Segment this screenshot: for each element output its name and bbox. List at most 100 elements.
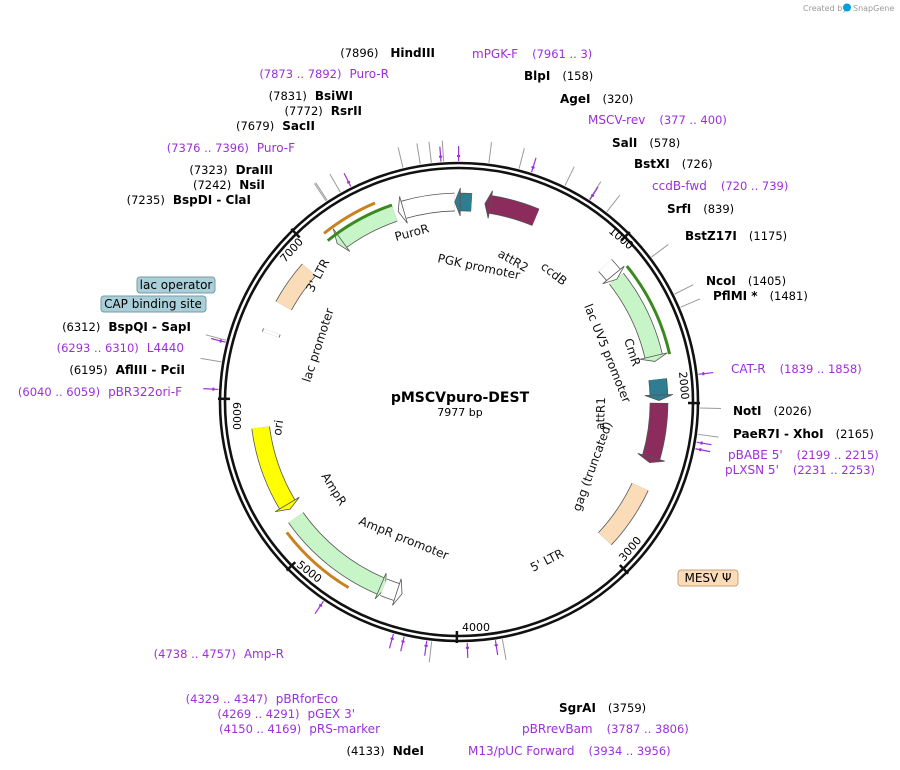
svg-text:(7679)SacII: (7679)SacII — [236, 119, 315, 133]
primer-leader-8 — [696, 441, 712, 446]
feature-label-5-ltr: 5' LTR — [528, 546, 566, 575]
feature-ampr-body — [288, 512, 385, 594]
svg-text:(7376 .. 7396)Puro-F: (7376 .. 7396) Puro-F — [167, 141, 295, 155]
enzyme-name-pflmi: PflMI * — [713, 289, 758, 303]
feature-ampr-promoter-body — [380, 579, 400, 601]
primer-name-pgex-3: pGEX 3' — [308, 707, 355, 721]
feature-ccdb-body — [488, 196, 540, 226]
primer-site-3 — [346, 180, 351, 184]
orange-arc-2 — [285, 531, 350, 589]
feature-arrows — [251, 187, 674, 606]
enzyme-name-ndei: NdeI — [393, 744, 424, 758]
svg-text:(4329 .. 4347)pBRforEco: (4329 .. 4347) pBRforEco — [186, 692, 338, 706]
feature-ampr — [288, 512, 387, 600]
enzyme-pos-sacii: (7679) — [236, 119, 274, 133]
svg-text:(6293 .. 6310)L4440: (6293 .. 6310) L4440 — [57, 341, 184, 355]
primer-site-11 — [390, 637, 394, 641]
primer-leader-9 — [695, 448, 711, 453]
feature-ori-arrowhead — [275, 496, 300, 513]
snapgene-logo-icon — [843, 3, 851, 12]
primer-pos-mscv-rev: (377 .. 400) — [659, 113, 727, 127]
primer-name-l4440: L4440 — [147, 341, 184, 355]
svg-text:pBABE 5'(2199 .. 2215): pBABE 5'(2199 .. 2215) — [728, 448, 879, 462]
svg-text:(4150 .. 4169)pRS-marker: (4150 .. 4169)pRS-marker — [219, 722, 380, 736]
enzyme-leader-12 — [651, 244, 669, 258]
enzyme-leader-11 — [606, 194, 621, 213]
enzyme-name-noti: NotI — [733, 404, 762, 418]
enzyme-labels: (7896) HindIII BlpI(158) AgeI(320) (7831… — [62, 46, 874, 758]
enzyme-leader-19 — [501, 638, 507, 660]
feature-label-ampr-promoter: AmpR promoter — [357, 514, 451, 563]
primer-pos-plxsn-5: (2231 .. 2253) — [793, 463, 875, 477]
feature-attr2 — [454, 187, 473, 217]
primer-name-mscv-rev: MSCV-rev — [588, 113, 645, 127]
svg-text:mPGK-F(7961 .. 3): mPGK-F(7961 .. 3) — [472, 47, 592, 61]
primer-name-pbrrevbam: pBRrevBam — [522, 722, 593, 736]
svg-text:(7235)BspDI - ClaI: (7235)BspDI - ClaI — [127, 193, 251, 207]
tick-label-6000: 6000 — [230, 402, 243, 430]
enzyme-name-sali: SalI — [612, 136, 637, 150]
primer-leader-5 — [210, 337, 226, 343]
svg-text:NotI(2026): NotI(2026) — [733, 404, 812, 418]
enzyme-leader-16 — [200, 357, 222, 363]
svg-text:(6195)AflIII - PciI: (6195)AflIII - PciI — [69, 363, 185, 377]
feature-attr1-body — [649, 378, 668, 396]
mesv-psi-box — [677, 569, 739, 587]
tick-mark-7000 — [290, 228, 301, 239]
enzyme-name-blpi: BlpI — [524, 69, 550, 83]
enzyme-leader-8 — [329, 173, 341, 193]
primer-name-puro-f: Puro-F — [257, 141, 295, 155]
feature-label-puror: PuroR — [393, 221, 430, 244]
feature-lac-uv5-promoter-arrowhead — [602, 265, 625, 285]
feature-lac-uv5-promoter-body — [598, 259, 620, 281]
svg-text:SgrAI(3759): SgrAI(3759) — [559, 701, 646, 715]
plasmid-name: pMSCVpuro-DEST — [391, 390, 530, 406]
svg-text:pLXSN 5'(2231 .. 2253): pLXSN 5'(2231 .. 2253) — [725, 463, 875, 477]
svg-text:AgeI(320): AgeI(320) — [560, 92, 633, 106]
enzyme-leader-14 — [680, 298, 701, 308]
feature-pgk-promoter-body — [401, 193, 456, 219]
svg-text:SalI(578): SalI(578) — [612, 136, 680, 150]
svg-text:PflMI *(1481): PflMI * (1481) — [713, 289, 808, 303]
credit-created-by: Created by — [803, 4, 847, 13]
enzyme-name-bsiwi: BsiWI — [315, 89, 353, 103]
svg-text:(7831)BsiWI: (7831)BsiWI — [269, 89, 353, 103]
primer-site-9 — [699, 447, 702, 452]
enzyme-leader-13 — [674, 284, 694, 295]
enzyme-pos-paer7i-xhoi: (2165) — [836, 427, 874, 441]
enzyme-leader-4 — [416, 143, 421, 165]
feature-ori-body — [252, 426, 295, 509]
enzyme-leader-6 — [564, 166, 575, 186]
primer-leader-14 — [494, 640, 499, 656]
orange-arc-1 — [323, 201, 376, 235]
tick-mark-5000 — [285, 561, 297, 572]
primer-pos-puro-r: (7873 .. 7892) — [259, 67, 341, 81]
enzyme-pos-draiii: (7323) — [189, 163, 227, 177]
enzyme-pos-bspqi-sapi: (6312) — [62, 320, 100, 334]
svg-text:(4738 .. 4757)Amp-R: (4738 .. 4757)Amp-R — [154, 647, 284, 661]
enzyme-name-afliii-pcii: AflIII - PciI — [116, 363, 185, 377]
credit-brand: SnapGene — [853, 4, 894, 13]
enzyme-pos-pflmi: (1481) — [770, 289, 808, 303]
primer-site-5 — [219, 339, 223, 343]
enzyme-name-bstxi: BstXI — [634, 157, 670, 171]
primer-pos-puro-f: (7376 .. 7396) — [167, 141, 249, 155]
feature-label-ccdb: ccdB — [538, 259, 570, 288]
svg-text:(6312)BspQI - SapI: (6312) BspQI - SapI — [62, 320, 191, 334]
primer-pos-pbrforeco: (4329 .. 4347) — [186, 692, 268, 706]
enzyme-name-nsii: NsiI — [239, 178, 265, 192]
feature-puror-body — [336, 204, 398, 248]
primer-site-2 — [531, 165, 535, 169]
enzyme-name-bspqi-sapi: BspQI - SapI — [108, 320, 191, 334]
primer-labels: mPGK-F(7961 .. 3) (7873 .. 7892)Puro-R M… — [18, 47, 879, 758]
primer-pos-ccdb-fwd: (720 .. 739) — [721, 179, 789, 193]
svg-text:(4269 .. 4291)pGEX 3': (4269 .. 4291)pGEX 3' — [217, 707, 355, 721]
primer-leader-7 — [698, 371, 714, 375]
svg-text:BstZ17I(1175): BstZ17I(1175) — [685, 229, 787, 243]
primer-pos-l4440: (6293 .. 6310) — [57, 341, 139, 355]
primer-site-10 — [318, 603, 323, 608]
primer-name-pbrforeco: pBRforEco — [276, 692, 338, 706]
svg-text:SrfI(839): SrfI(839) — [667, 202, 734, 216]
feature-cmr-body — [609, 273, 662, 359]
enzyme-name-agei: AgeI — [560, 92, 590, 106]
